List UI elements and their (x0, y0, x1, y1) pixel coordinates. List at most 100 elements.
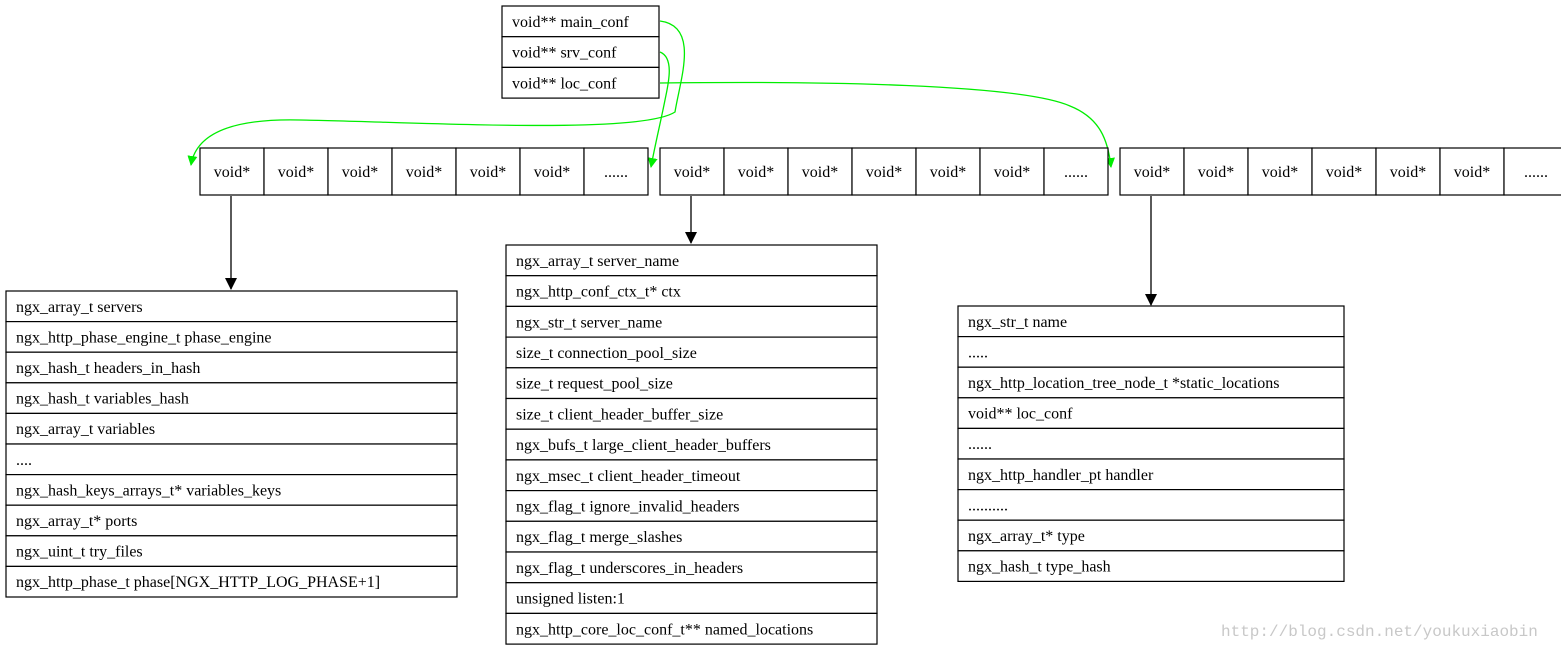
pointer-array-3-cell-label: void* (1262, 164, 1298, 181)
main-conf-field: ngx_hash_keys_arrays_t* variables_keys (16, 482, 281, 499)
ctx-row (501, 66, 660, 99)
pointer-array-1-cell-label: void* (342, 164, 378, 181)
main-conf-field: .... (16, 452, 32, 469)
main-conf-row (5, 443, 458, 476)
main-conf-row (5, 382, 458, 414)
main-conf-row (5, 321, 458, 353)
pointer-array-1-cell (519, 147, 585, 196)
srv-conf-field: ngx_str_t server_name (516, 314, 662, 331)
loc-conf-row (957, 305, 1345, 338)
edge-srv-conf-to-array (647, 51, 670, 168)
pointer-array-3-cell (1311, 147, 1377, 196)
loc-conf-row (957, 489, 1345, 521)
pointer-array-1-cell-label: ...... (604, 164, 628, 181)
loc-conf-row (957, 519, 1345, 552)
pointer-array-2-cell-label: void* (738, 164, 774, 181)
pointer-array-2-cell (1043, 147, 1109, 196)
pointer-array-1-cell-label: void* (406, 164, 442, 181)
main-conf-field: ngx_uint_t try_files (16, 544, 143, 561)
srv-conf-row (505, 275, 878, 308)
srv-conf-field: ngx_array_t server_name (516, 253, 679, 270)
loc-conf-field: ngx_http_location_tree_node_t *static_lo… (968, 375, 1279, 392)
pointer-array-3-cell (1503, 147, 1561, 196)
pointer-array-1-cell (455, 147, 521, 196)
srv-conf-field: ngx_http_core_loc_conf_t** named_locatio… (516, 621, 813, 638)
loc-conf-field: void** loc_conf (968, 406, 1073, 423)
srv-conf-field: ngx_flag_t ignore_invalid_headers (516, 498, 740, 515)
loc-conf-pointer-array: void*void*void*void*void*void*...... (1119, 147, 1561, 196)
srv-conf-field: size_t client_header_buffer_size (516, 406, 723, 423)
pointer-array-2-cell (723, 147, 789, 196)
loc-conf-row (957, 458, 1345, 491)
pointer-array-2-cell-label: void* (930, 164, 966, 181)
pointer-array-3-cell (1439, 147, 1505, 196)
srv-conf-pointer-array: void*void*void*void*void*void*...... (659, 147, 1109, 196)
core-loc-conf-struct: ngx_str_t name..... ngx_http_location_tre… (957, 305, 1345, 582)
loc-conf-field: ngx_http_handler_pt handler (968, 467, 1154, 484)
loc-conf-field: ..... (968, 344, 988, 361)
srv-conf-row (505, 612, 878, 645)
pointer-array-3-cell-label: void* (1198, 164, 1234, 181)
main-conf-row (5, 535, 458, 567)
main-conf-row (5, 290, 458, 323)
loc-conf-field: ...... (968, 436, 992, 453)
pointer-array-1-cell (199, 147, 265, 196)
pointer-array-2-cell-label: void* (994, 164, 1030, 181)
main-conf-field: ngx_array_t variables (16, 421, 155, 438)
main-conf-field: ngx_http_phase_t phase[NGX_HTTP_LOG_PHAS… (16, 574, 380, 591)
pointer-array-3-cell-label: ...... (1524, 164, 1548, 181)
srv-conf-row (505, 520, 878, 553)
pointer-array-1-cell-label: void* (534, 164, 570, 181)
pointer-array-2-cell-label: void* (802, 164, 838, 181)
main-conf-pointer-array: void*void*void*void*void*void*...... (199, 147, 649, 196)
loc-conf-field: .......... (968, 497, 1008, 514)
srv-conf-field: ngx_bufs_t large_client_header_buffers (516, 437, 771, 454)
loc-conf-field: ngx_hash_t type_hash (968, 559, 1111, 576)
srv-conf-field: ngx_http_conf_ctx_t* ctx (516, 284, 681, 301)
core-srv-conf-struct: ngx_array_t server_name ngx_http_conf_ctx… (505, 244, 878, 645)
srv-conf-row (505, 367, 878, 400)
main-conf-row (5, 474, 458, 506)
loc-conf-field: ngx_array_t* type (968, 528, 1085, 545)
pointer-array-2-cell-label: ...... (1064, 164, 1088, 181)
srv-conf-field: ngx_flag_t underscores_in_headers (516, 560, 743, 577)
loc-conf-row (957, 397, 1345, 429)
main-conf-row (5, 565, 458, 598)
loc-conf-row (957, 427, 1345, 460)
ctx-row (501, 36, 660, 69)
srv-conf-row (505, 428, 878, 461)
core-main-conf-struct: ngx_array_t serversngx_http_phase_engine… (5, 290, 458, 598)
srv-conf-row (505, 551, 878, 584)
pointer-array-2-cell (659, 147, 725, 196)
pointer-array-3-cell-label: void* (1326, 164, 1362, 181)
pointer-array-3-cell-label: void* (1134, 164, 1170, 181)
main-conf-field: ngx_hash_t variables_hash (16, 391, 189, 408)
edge-main-conf-to-array (187, 20, 686, 166)
loc-conf-field: ngx_str_t name (968, 314, 1067, 331)
srv-conf-row (505, 336, 878, 369)
srv-conf-field: ngx_msec_t client_header_timeout (516, 468, 741, 485)
main-conf-field: ngx_hash_t headers_in_hash (16, 360, 200, 377)
pointer-array-1-cell-label: void* (278, 164, 314, 181)
srv-conf-field: ngx_flag_t merge_slashes (516, 529, 682, 546)
main-conf-row (5, 412, 458, 445)
srv-conf-row (505, 244, 878, 277)
srv-conf-field: size_t connection_pool_size (516, 345, 697, 362)
pointer-array-1-cell (583, 147, 649, 196)
pointer-array-3-cell (1119, 147, 1185, 196)
ctx-field: void** loc_conf (512, 75, 617, 92)
srv-conf-row (505, 459, 878, 492)
srv-conf-field: unsigned listen:1 (516, 591, 625, 608)
pointer-array-1-cell-label: void* (470, 164, 506, 181)
pointer-array-1-cell (263, 147, 329, 196)
pointer-array-1-cell (327, 147, 393, 196)
pointer-array-2-cell (851, 147, 917, 196)
pointer-array-1-cell (391, 147, 457, 196)
main-conf-row (5, 504, 458, 537)
loc-conf-row (957, 550, 1345, 582)
srv-conf-row (505, 397, 878, 430)
pointer-array-2-cell-label: void* (674, 164, 710, 181)
pointer-array-3-cell-label: void* (1390, 164, 1426, 181)
